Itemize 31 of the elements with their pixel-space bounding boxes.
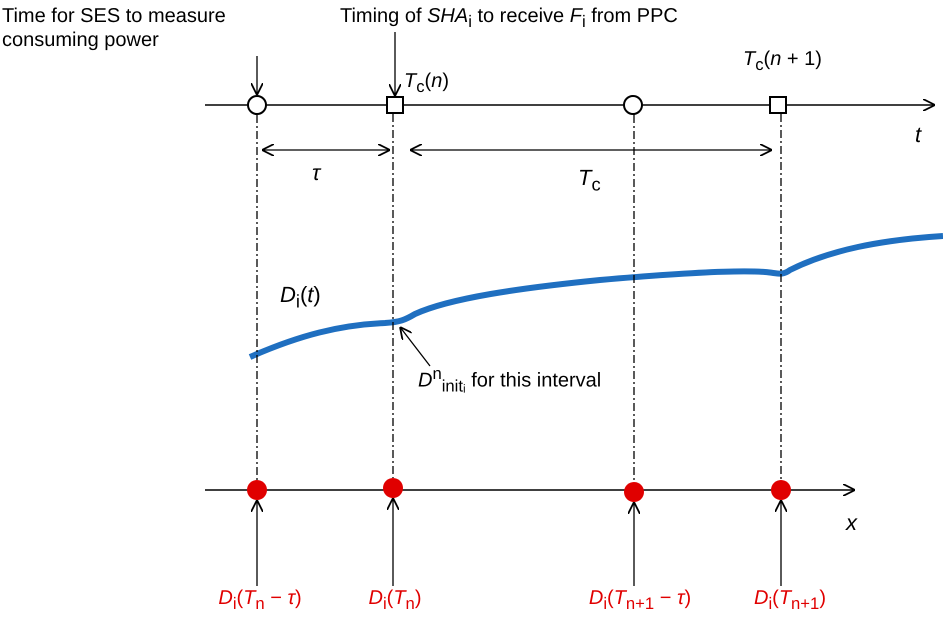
leader-line [627,501,641,586]
axis-label: D$_{i}$(t) [280,282,321,312]
data-point [771,480,791,500]
axis-label: T$_{c}$ [578,165,601,196]
dashed-guide-line [780,114,782,480]
value-label: D$_{i}$(T$_{n}$) [340,586,450,616]
value-label: D$_{i}$(T$_{n}$ − τ) [190,586,330,616]
axis-label: x [846,510,857,536]
data-point [624,482,644,502]
annotation-text: Timing of SHA$_{i}$ to receive F$_{i}$ from PPC [340,4,770,34]
axis-label: τ [312,160,320,186]
dashed-guide-line [633,115,635,482]
marker-circle [247,95,267,115]
dashed-guide-line [392,114,394,478]
annotation-text: Time for SES to measure consuming power [2,4,302,52]
value-label: D$_{i}$(T$_{n+1}$) [720,586,860,616]
annotation-text: D$^{n}$$_{initᵢ}$ for this interval [418,362,608,399]
value-label: D$_{i}$(T$_{n+1}$ − τ) [560,586,720,616]
data-point [383,478,403,498]
leader-line [774,499,788,586]
dashed-guide-line [256,115,258,480]
marker-circle [623,95,643,115]
leader-line [388,32,402,97]
axis-label: t [915,122,922,148]
leader-line [386,497,400,586]
time-label: T$_{c}$(n + 1) [743,48,822,75]
time-label: T$_{c}$(n) [404,70,450,97]
data-point [247,480,267,500]
leader-line [250,56,264,96]
leader-line [250,499,264,586]
leader-line [399,326,431,366]
